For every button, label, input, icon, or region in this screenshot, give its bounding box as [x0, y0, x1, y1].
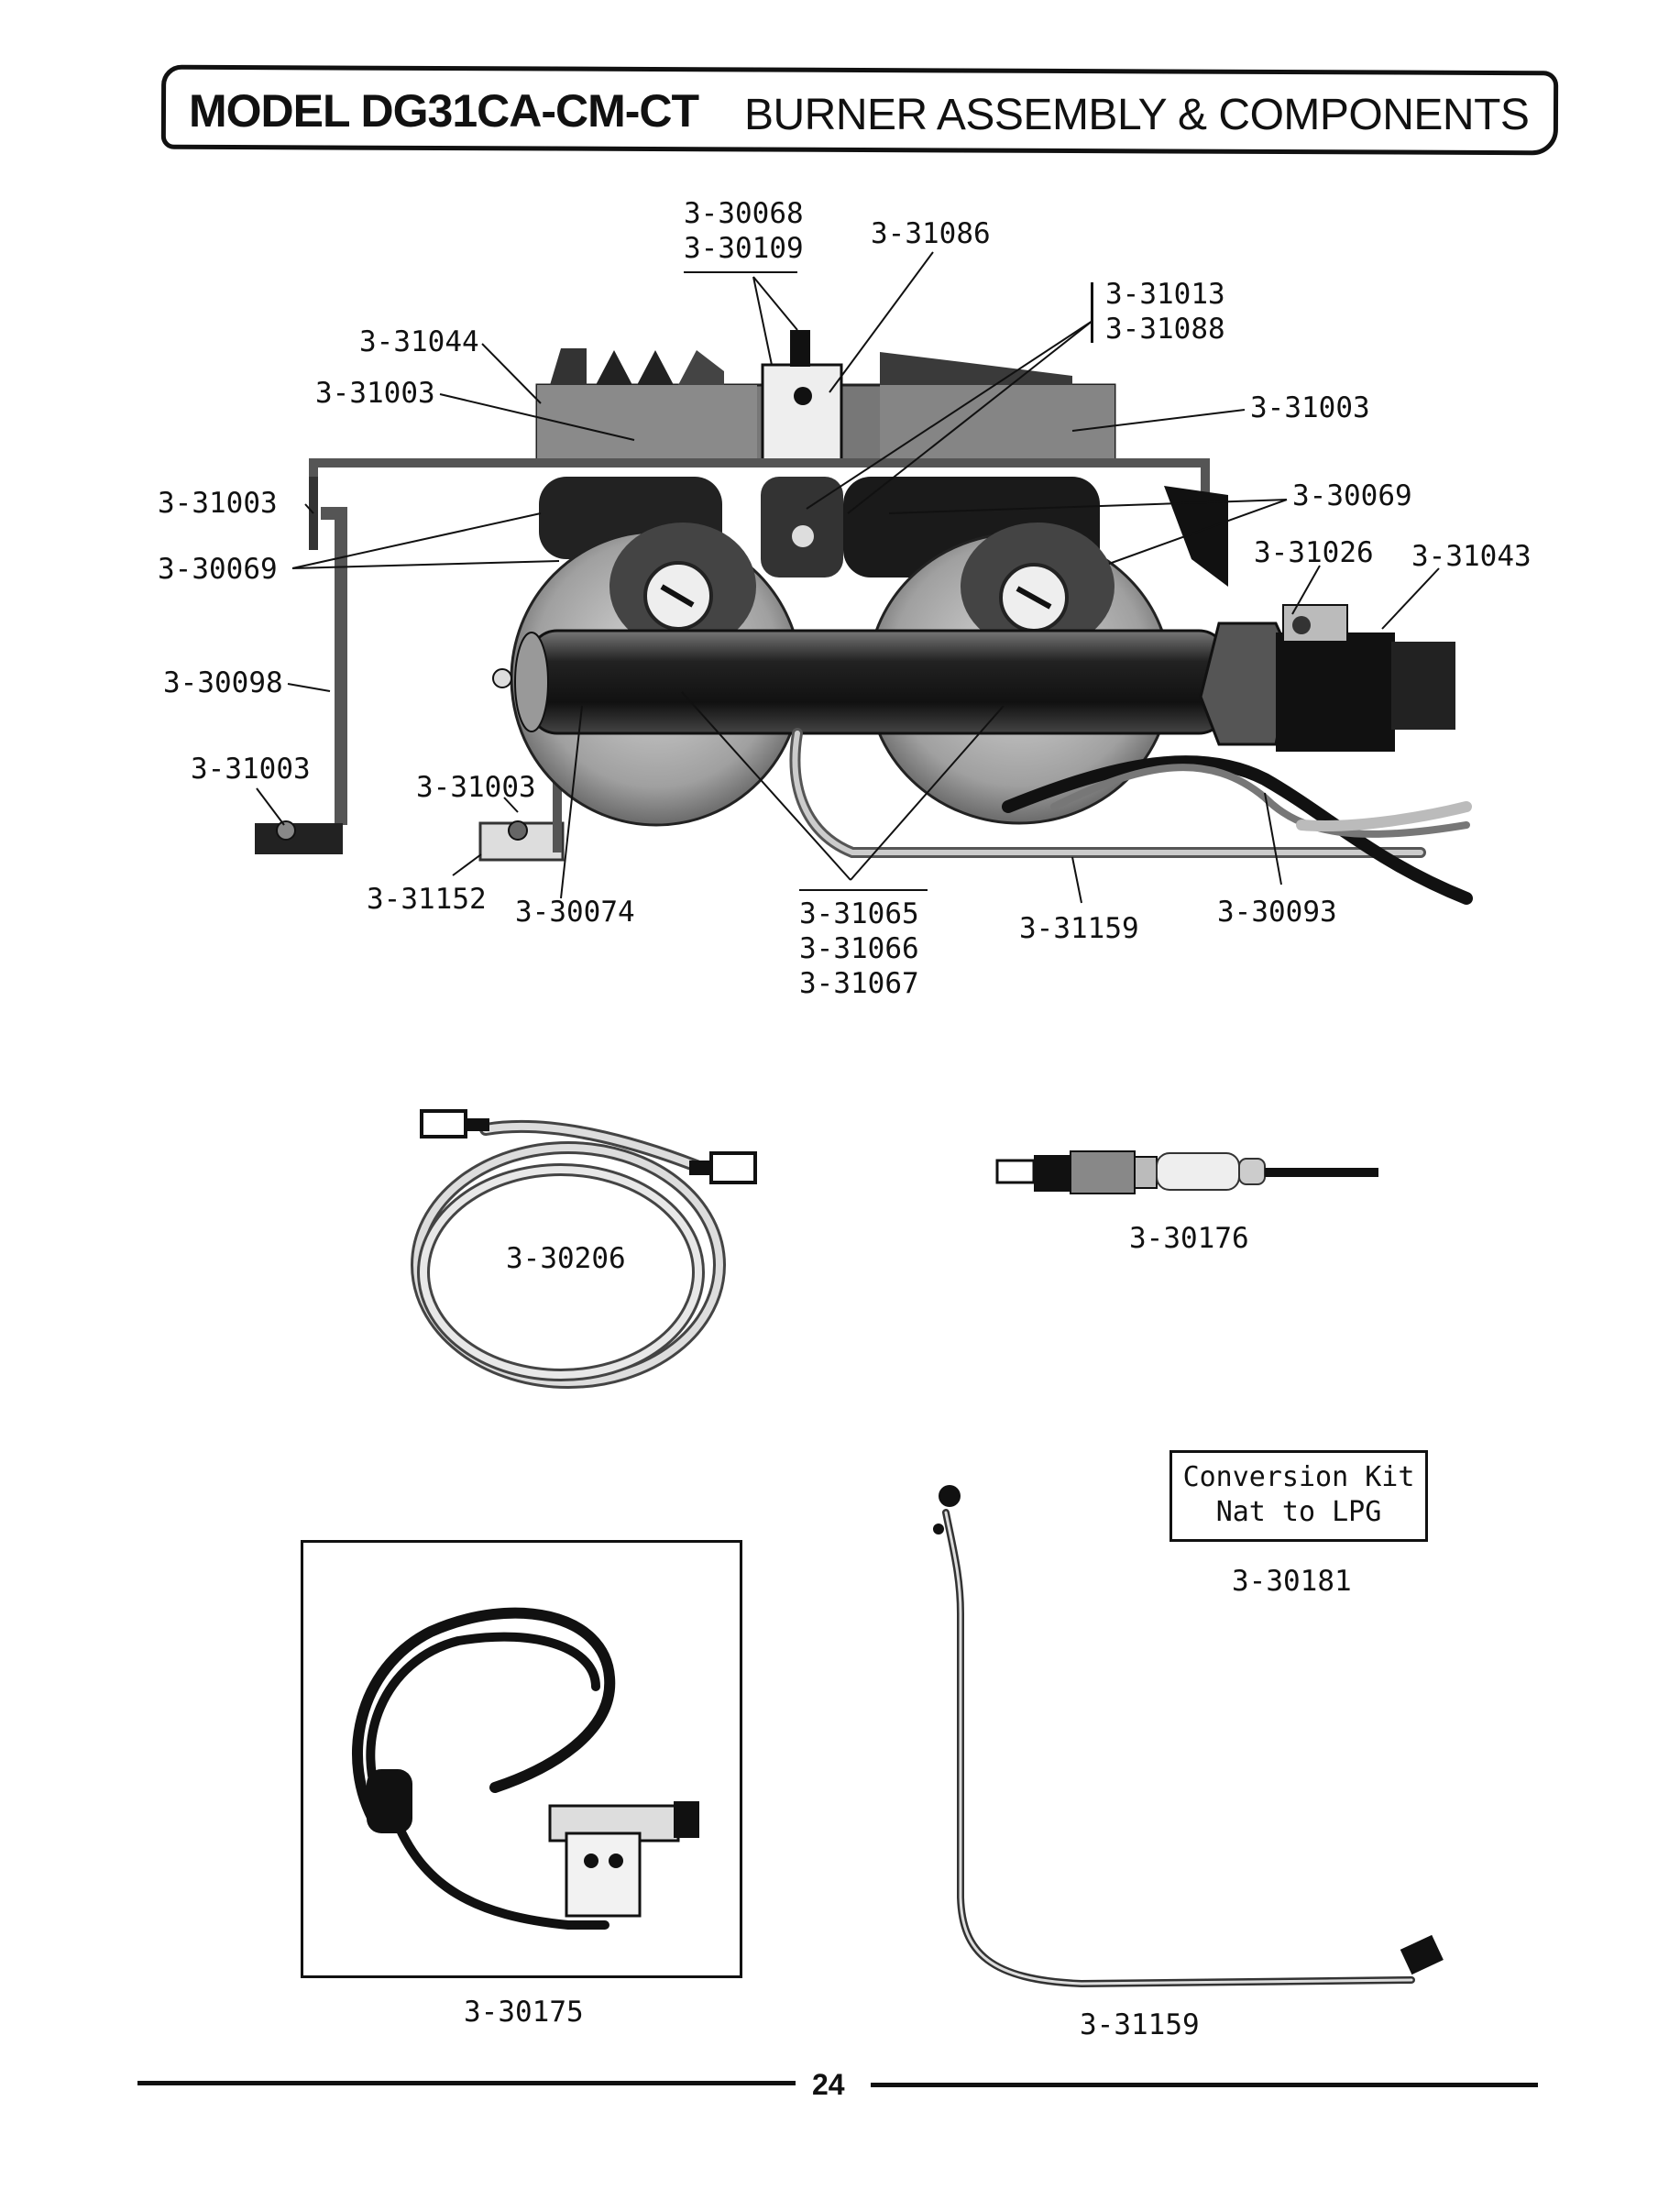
wire-harness-drawing: [411, 1119, 726, 1389]
callout-31152: 3-31152: [367, 883, 487, 916]
callout-group-bar-bottom: [799, 889, 928, 891]
pilot-tube-drawing: [933, 1485, 1444, 1988]
wire-harness-part-number: 3-30206: [506, 1242, 626, 1275]
valve-body: [535, 330, 1116, 462]
terminal-connector-right: [709, 1151, 757, 1184]
terminal-connector-left: [420, 1109, 467, 1138]
conversion-kit-line1: Conversion Kit: [1182, 1461, 1415, 1493]
callout-31065: 3-31065: [799, 897, 919, 930]
callout-bracket-31013: [1091, 282, 1093, 343]
model-title: MODEL DG31CA-CM-CT: [189, 85, 699, 137]
terminal-crimp-left: [466, 1118, 489, 1131]
callout-31013-31088: 3-31013 3-31088: [1105, 277, 1225, 346]
callout-30074: 3-30074: [515, 896, 635, 929]
callout-30109: 3-30109: [684, 232, 804, 265]
callout-31086: 3-31086: [871, 217, 991, 250]
callout-30068: 3-30068: [684, 197, 804, 230]
pilot-tube-part-number: 3-31159: [1080, 2008, 1200, 2041]
callout-30098: 3-30098: [163, 666, 283, 699]
callout-30068-30109: 3-30068 3-30109: [684, 196, 804, 266]
terminal-crimp-right: [689, 1160, 713, 1175]
leader-lines: [256, 251, 1440, 904]
callout-31067: 3-31067: [799, 967, 919, 1000]
conversion-kit-box: Conversion Kit Nat to LPG: [1169, 1450, 1428, 1542]
spark-module-photo-frame: [301, 1540, 742, 1978]
callout-31003-bottom-mid: 3-31003: [416, 771, 536, 804]
callout-31003-top-right: 3-31003: [1250, 391, 1370, 424]
spark-module-drawing: [352, 1607, 699, 1930]
callout-30093: 3-30093: [1217, 896, 1337, 929]
callout-31159: 3-31159: [1019, 912, 1139, 945]
page-number: 24: [812, 2068, 845, 2101]
conversion-kit-part-number: 3-30181: [1232, 1565, 1352, 1598]
callout-31026: 3-31026: [1254, 536, 1374, 569]
callout-31003-bottom-left: 3-31003: [191, 753, 311, 786]
footer-rule-left: [137, 2081, 796, 2085]
callout-31065-31067: 3-31065 3-31066 3-31067: [799, 896, 919, 1001]
spark-module-part-number: 3-30175: [464, 1996, 584, 2029]
callout-31088: 3-31088: [1105, 313, 1225, 346]
section-title: BURNER ASSEMBLY & COMPONENTS: [744, 91, 1530, 139]
callout-31003-left: 3-31003: [158, 487, 278, 520]
callout-31003-top-left: 3-31003: [315, 377, 435, 410]
callout-31044: 3-31044: [359, 325, 479, 358]
callout-31066: 3-31066: [799, 932, 919, 965]
burner-bracket: [309, 458, 1228, 587]
callout-31043: 3-31043: [1411, 540, 1532, 573]
conversion-kit-line2: Nat to LPG: [1215, 1496, 1382, 1528]
callout-30069-left: 3-30069: [158, 553, 278, 586]
igniter-part-number: 3-30176: [1129, 1222, 1249, 1255]
callout-30069-right: 3-30069: [1292, 479, 1412, 512]
footer-rule-right: [871, 2083, 1538, 2087]
igniter-drawing: [995, 1150, 1378, 1194]
callout-31013: 3-31013: [1105, 278, 1225, 311]
callout-group-bar: [684, 271, 797, 273]
manifold-tube: [492, 604, 1455, 752]
